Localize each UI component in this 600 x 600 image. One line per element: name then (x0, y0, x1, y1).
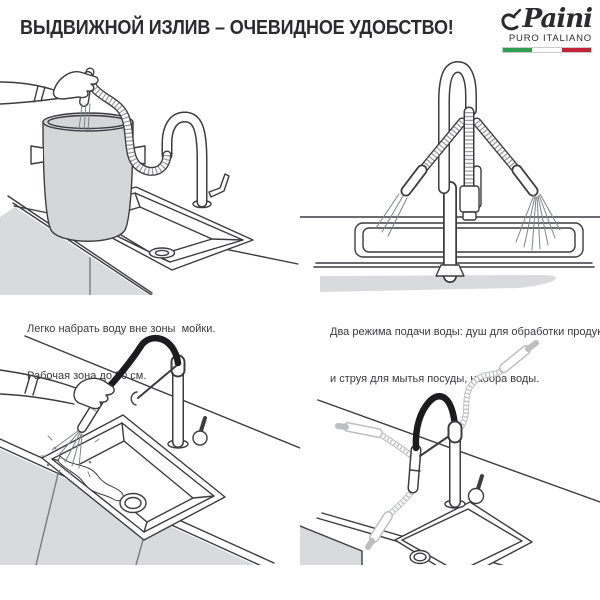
illustration-rinse-corners (0, 334, 300, 565)
logo-brand: Paini (522, 4, 593, 34)
logo-row: Paini (492, 4, 593, 34)
counter-shadow (320, 275, 556, 292)
illustration-flexible-spout (300, 340, 600, 565)
faucet (161, 111, 230, 209)
caption-two-modes: Два режима подачи воды: душ для обработк… (330, 294, 600, 418)
flexible-hose (100, 334, 182, 396)
illustration-pot-fill (0, 67, 299, 295)
hand (0, 369, 115, 410)
paini-mark-icon (501, 8, 521, 31)
counter (0, 195, 299, 295)
flag-red-segment (561, 48, 591, 52)
caption-flexible-spout: Гибкий излив – управление в ваших руках. (330, 568, 548, 600)
flag-green-segment (503, 48, 533, 52)
spray-water (40, 430, 100, 478)
flag-white-segment (532, 48, 562, 52)
mode-shower (472, 117, 561, 251)
paini-logo: Paini PURO ITALIANO (492, 4, 593, 53)
spray-head (459, 185, 480, 213)
illustration-two-modes (300, 60, 600, 292)
flexible-hose (412, 393, 459, 452)
head-holder (130, 391, 138, 406)
ghost-position-down (365, 487, 416, 550)
water-stream (78, 103, 91, 132)
hand (0, 71, 99, 105)
faucet-handle (208, 173, 230, 198)
support-rod (419, 433, 453, 457)
page-title: ВЫДВИЖНОЙ ИЗЛИВ – ОЧЕВИДНОЕ УДОБСТВО! (20, 17, 454, 39)
sink (394, 501, 533, 565)
caption-line: Легко набрать воду вне зоны мойки. (27, 323, 216, 335)
faucet (435, 60, 482, 283)
caption-rinse-corners: Поможет промыть все углы мойки. (27, 568, 204, 600)
caption-line: и струя для мытья посуды, набора воды. (330, 372, 540, 385)
pot (30, 112, 146, 242)
sink (354, 222, 584, 258)
ghost-position-up (457, 340, 539, 431)
mode-stream (375, 117, 467, 237)
center-hose (459, 106, 480, 221)
italian-flag-bar (502, 47, 592, 53)
logo-tagline: PURO ITALIANO (508, 33, 592, 44)
head-holder (407, 444, 422, 494)
caption-line: Два режима подачи воды: душ для обработк… (330, 326, 600, 338)
faucet (444, 428, 485, 509)
